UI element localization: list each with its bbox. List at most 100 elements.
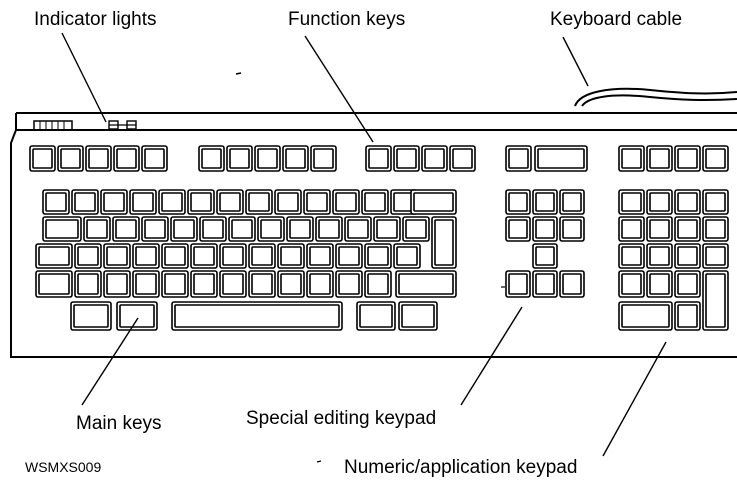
main-key-top: [161, 192, 183, 212]
function-key-top: [537, 148, 585, 169]
label-keyboard-cable: Keyboard cable: [550, 9, 683, 30]
main-key-top: [260, 219, 282, 239]
space-bar-top: [174, 304, 340, 328]
leader-function-keys: [304, 35, 374, 143]
numeric-key-top: [649, 192, 670, 212]
main-key-top: [38, 273, 70, 295]
numeric-key-top: [677, 246, 698, 266]
key-group: [29, 145, 729, 331]
figure-id: WSMXS009: [25, 459, 102, 475]
main-key-top: [338, 246, 360, 266]
editing-key-top: [535, 219, 555, 239]
main-key-top: [119, 304, 155, 328]
editing-key-top: [535, 273, 555, 295]
main-key-top: [359, 304, 393, 328]
function-key-top: [649, 148, 670, 169]
main-key-top: [364, 192, 386, 212]
label-function-keys: Function keys: [288, 9, 406, 30]
main-key-top: [202, 219, 224, 239]
main-key-top: [77, 273, 99, 295]
main-key-top: [164, 273, 186, 295]
editing-key-top: [535, 192, 555, 212]
main-key-top: [277, 192, 299, 212]
main-key-top: [135, 273, 157, 295]
main-key-top: [132, 192, 154, 212]
main-key-top: [45, 192, 67, 212]
numeric-key-top: [705, 219, 726, 239]
numeric-key-top: [621, 273, 642, 295]
main-key-top: [338, 273, 360, 295]
label-special-editing-keypad: Special editing keypad: [246, 408, 437, 429]
label-main-keys: Main keys: [76, 413, 162, 434]
numeric-key-zero-top: [621, 304, 670, 328]
numeric-key-top: [705, 192, 726, 212]
main-key-top: [251, 246, 273, 266]
main-key-top: [106, 246, 128, 266]
numeric-key-top: [621, 192, 642, 212]
keyboard-cable-inner: [581, 94, 737, 107]
main-key-top: [309, 246, 331, 266]
main-key-top: [106, 273, 128, 295]
main-key-top: [77, 246, 99, 266]
main-key-top: [335, 192, 357, 212]
editing-key-top: [562, 273, 582, 295]
numeric-key-top: [621, 246, 642, 266]
numeric-key-top: [649, 273, 670, 295]
numeric-key-enter-top: [705, 273, 726, 328]
main-key-top: [398, 273, 454, 295]
indicator-lights: [33, 120, 137, 131]
function-key-top: [60, 148, 81, 169]
main-key-top: [396, 246, 418, 266]
main-key-top: [309, 273, 331, 295]
main-key-top: [405, 219, 427, 239]
numeric-key-top: [649, 219, 670, 239]
main-key-top: [86, 219, 108, 239]
leader-main-keys: [81, 317, 139, 406]
main-key-top: [367, 246, 389, 266]
label-numeric-keypad: Numeric/application keypad: [344, 457, 578, 478]
function-key-top: [144, 148, 165, 169]
keyboard-cable: [574, 87, 737, 107]
label-indicator-lights: Indicator lights: [34, 9, 157, 30]
leader-keyboard-cable: [562, 36, 589, 87]
function-key-top: [621, 148, 642, 169]
function-key-top: [424, 148, 445, 169]
main-key-top: [231, 219, 253, 239]
main-key-top: [173, 219, 195, 239]
stray-mark: [235, 72, 242, 75]
leader-special-editing-keypad: [460, 306, 523, 406]
main-key-top: [251, 273, 273, 295]
keyboard-body-outline: [10, 112, 737, 358]
numeric-key-top: [649, 246, 670, 266]
main-key-top: [144, 219, 166, 239]
editing-key-top: [562, 219, 582, 239]
main-key-top: [248, 192, 270, 212]
main-key-top: [289, 219, 311, 239]
main-key-top: [318, 219, 340, 239]
function-key-top: [313, 148, 334, 169]
main-key-top: [193, 273, 215, 295]
main-key-top: [38, 246, 70, 266]
main-key-top: [45, 219, 79, 239]
main-key-top: [222, 273, 244, 295]
function-key-top: [452, 148, 473, 169]
main-key-top: [103, 192, 125, 212]
main-key-top: [164, 246, 186, 266]
main-key-top: [74, 192, 96, 212]
main-key-top: [401, 304, 435, 328]
function-key-top: [201, 148, 222, 169]
numeric-key-top: [677, 219, 698, 239]
leader-indicator-lights: [61, 32, 107, 123]
function-key-top: [508, 148, 529, 169]
main-key-top: [222, 246, 244, 266]
main-key-top: [280, 273, 302, 295]
editing-key-top: [535, 246, 555, 266]
editing-key-top: [508, 219, 528, 239]
numeric-key-top: [677, 273, 698, 295]
function-key-top: [705, 148, 726, 169]
main-key-top: [434, 219, 454, 266]
editing-key-top: [508, 192, 528, 212]
numeric-key-top: [677, 192, 698, 212]
